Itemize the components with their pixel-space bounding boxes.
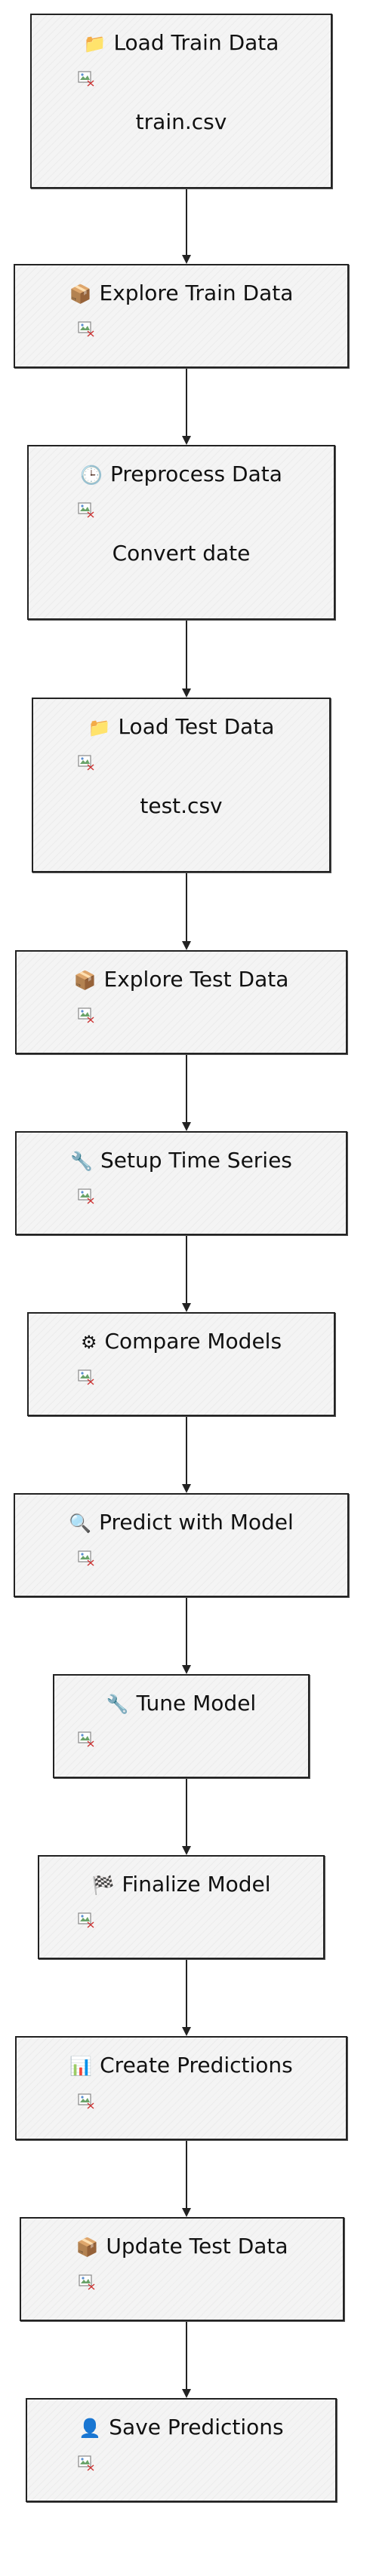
node-title: 👤 Save Predictions bbox=[27, 2415, 335, 2440]
node-label: Load Train Data bbox=[113, 30, 279, 55]
broken-image-icon bbox=[78, 1912, 94, 1928]
broken-image-icon bbox=[78, 1731, 94, 1747]
node-subtitle: Convert date bbox=[112, 541, 251, 566]
node-label: Compare Models bbox=[104, 1329, 282, 1354]
node-tune-model: 🔧 Tune Model bbox=[53, 1674, 310, 1778]
broken-image-icon bbox=[78, 1007, 94, 1023]
node-title: 🕒 Preprocess Data bbox=[29, 462, 334, 486]
node-label: Create Predictions bbox=[100, 2053, 293, 2078]
node-label: Setup Time Series bbox=[100, 1148, 292, 1173]
broken-image-icon bbox=[78, 1369, 94, 1385]
node-label: Update Test Data bbox=[106, 2234, 288, 2259]
node-title: 📦 Update Test Data bbox=[21, 2234, 343, 2259]
node-label: Load Test Data bbox=[118, 714, 275, 739]
broken-image-icon bbox=[78, 1550, 94, 1566]
box-icon: 📦 bbox=[73, 970, 97, 991]
broken-image-icon bbox=[78, 2455, 94, 2471]
node-label: Predict with Model bbox=[99, 1510, 294, 1535]
broken-image-icon bbox=[79, 2274, 95, 2290]
checkered-flag-icon: 🏁 bbox=[91, 1875, 115, 1896]
node-label: Save Predictions bbox=[109, 2415, 284, 2440]
clock-icon: 🕒 bbox=[80, 465, 103, 486]
node-update-test-data: 📦 Update Test Data bbox=[20, 2217, 344, 2321]
node-label: Finalize Model bbox=[122, 1872, 271, 1897]
node-label: Explore Test Data bbox=[103, 967, 289, 992]
node-load-train-data: 📁 Load Train Data train.csv bbox=[30, 14, 332, 189]
broken-image-icon bbox=[78, 1188, 94, 1204]
node-title: 📁 Load Train Data bbox=[32, 30, 331, 55]
box-icon: 📦 bbox=[76, 2237, 99, 2258]
broken-image-icon bbox=[78, 71, 94, 87]
node-title: 🏁 Finalize Model bbox=[39, 1872, 323, 1897]
node-title: 📁 Load Test Data bbox=[33, 714, 329, 739]
node-load-test-data: 📁 Load Test Data test.csv bbox=[32, 698, 331, 872]
broken-image-icon bbox=[78, 2093, 94, 2109]
node-label: Preprocess Data bbox=[110, 462, 282, 486]
node-create-predictions: 📊 Create Predictions bbox=[15, 2036, 347, 2140]
node-title: 📊 Create Predictions bbox=[17, 2053, 346, 2078]
magnifier-icon: 🔍 bbox=[69, 1513, 92, 1534]
box-icon: 📦 bbox=[69, 284, 92, 305]
node-title: 📦 Explore Test Data bbox=[17, 967, 346, 992]
node-title: 🔧 Tune Model bbox=[54, 1691, 308, 1716]
node-subtitle: train.csv bbox=[135, 109, 227, 134]
node-title: ⚙ Compare Models bbox=[29, 1329, 334, 1354]
node-setup-time-series: 🔧 Setup Time Series bbox=[15, 1131, 347, 1235]
node-title: 🔧 Setup Time Series bbox=[17, 1148, 346, 1173]
node-explore-train-data: 📦 Explore Train Data bbox=[14, 264, 349, 368]
node-predict-with-model: 🔍 Predict with Model bbox=[14, 1493, 349, 1597]
folder-icon: 📁 bbox=[88, 717, 111, 738]
node-subtitle: test.csv bbox=[140, 793, 223, 818]
folder-icon: 📁 bbox=[83, 33, 106, 54]
wrench-icon: 🔧 bbox=[106, 1694, 129, 1715]
broken-image-icon bbox=[78, 502, 94, 518]
node-explore-test-data: 📦 Explore Test Data bbox=[15, 950, 347, 1054]
node-finalize-model: 🏁 Finalize Model bbox=[38, 1855, 325, 1959]
broken-image-icon bbox=[78, 321, 94, 337]
node-save-predictions: 👤 Save Predictions bbox=[26, 2398, 337, 2502]
wrench-icon: 🔧 bbox=[70, 1151, 93, 1172]
user-icon: 👤 bbox=[79, 2418, 102, 2439]
bar-chart-icon: 📊 bbox=[69, 2056, 93, 2077]
node-title: 📦 Explore Train Data bbox=[15, 281, 347, 305]
gear-icon: ⚙ bbox=[80, 1332, 97, 1353]
node-label: Tune Model bbox=[136, 1691, 257, 1716]
node-title: 🔍 Predict with Model bbox=[15, 1510, 347, 1535]
node-label: Explore Train Data bbox=[99, 281, 294, 305]
node-compare-models: ⚙ Compare Models bbox=[27, 1312, 335, 1416]
broken-image-icon bbox=[78, 755, 94, 771]
